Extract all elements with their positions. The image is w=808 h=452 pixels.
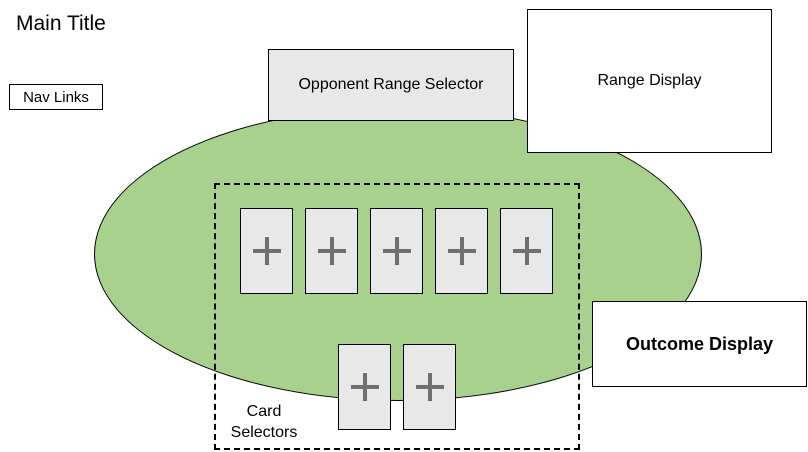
hand-card-slot-2[interactable]	[403, 344, 456, 430]
outcome-display: Outcome Display	[592, 301, 807, 387]
plus-icon	[415, 373, 444, 401]
card-selectors-label: Card Selectors	[228, 401, 300, 443]
plus-icon	[317, 237, 346, 265]
board-card-slot-5[interactable]	[500, 208, 553, 294]
hand-card-slot-1[interactable]	[338, 344, 391, 430]
plus-icon	[350, 373, 379, 401]
board-card-slot-1[interactable]	[240, 208, 293, 294]
plus-icon	[447, 237, 476, 265]
board-card-slot-4[interactable]	[435, 208, 488, 294]
plus-icon	[382, 237, 411, 265]
card-selectors-label-line1: Card	[246, 403, 282, 420]
range-display: Range Display	[527, 9, 772, 153]
plus-icon	[512, 237, 541, 265]
board-card-slot-3[interactable]	[370, 208, 423, 294]
nav-links[interactable]: Nav Links	[9, 84, 103, 110]
main-title: Main Title	[16, 12, 106, 35]
card-selectors-region	[214, 183, 580, 450]
opponent-range-selector[interactable]: Opponent Range Selector	[268, 49, 514, 121]
board-card-slot-2[interactable]	[305, 208, 358, 294]
card-selectors-label-line2: Selectors	[230, 424, 298, 441]
plus-icon	[252, 237, 281, 265]
